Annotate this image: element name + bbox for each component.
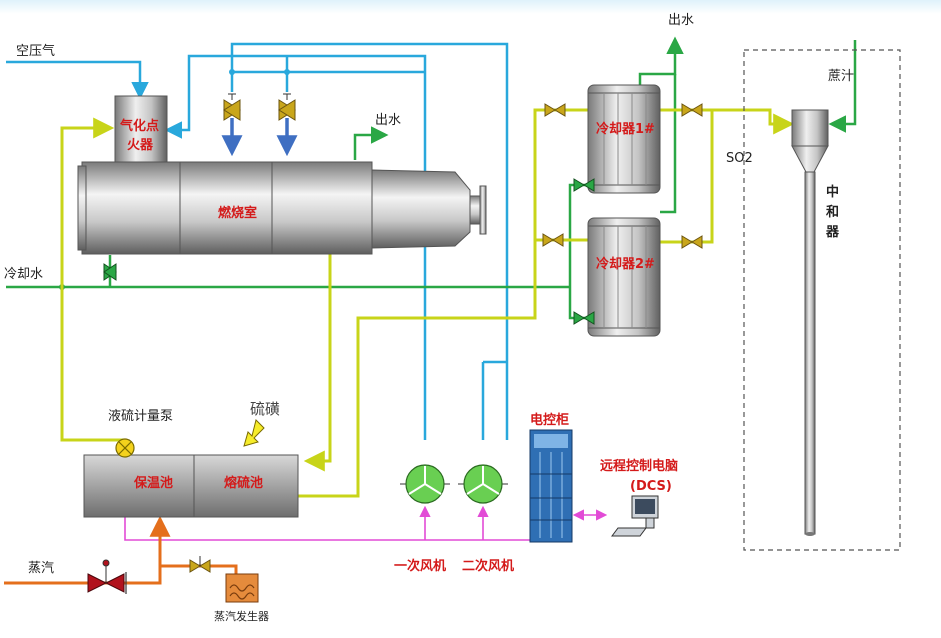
sulfur-pump-icon bbox=[115, 438, 135, 458]
secondary-fan-icon bbox=[458, 464, 508, 504]
gasify-igniter-label: 气化点 bbox=[120, 118, 159, 134]
neutralizer-label-2: 和 bbox=[826, 204, 839, 220]
control-cabinet bbox=[529, 429, 573, 543]
top-band bbox=[0, 0, 941, 14]
steam-label: 蒸汽 bbox=[28, 561, 54, 576]
valve-icon bbox=[542, 233, 564, 247]
so2-label: SO2 bbox=[726, 151, 753, 166]
valve-icon bbox=[544, 103, 566, 117]
control-cabinet-label: 电控柜 bbox=[530, 412, 569, 428]
gasify-igniter bbox=[114, 95, 168, 163]
gasify-igniter-label-2: 火器 bbox=[127, 138, 154, 153]
valve-icon bbox=[223, 93, 241, 121]
cooling-water-label: 冷却水 bbox=[4, 267, 43, 282]
sulfur-feed-arrow bbox=[243, 419, 265, 447]
neutralizer-label-3: 器 bbox=[825, 225, 840, 240]
valve-icon bbox=[189, 556, 211, 573]
primary-fan-icon bbox=[400, 464, 450, 504]
sulfur-lines bbox=[60, 108, 795, 498]
melting-pool bbox=[193, 454, 299, 518]
primary-fan-label: 一次风机 bbox=[394, 558, 446, 574]
valve-icon bbox=[573, 178, 595, 192]
compressed-air-label: 空压气 bbox=[16, 43, 55, 59]
cooler-1 bbox=[587, 84, 661, 194]
steam-generator-label: 蒸汽发生器 bbox=[214, 609, 269, 623]
cane-juice-label: 蔗汁 bbox=[828, 69, 854, 84]
cooler-1-label: 冷却器1# bbox=[596, 121, 655, 137]
air-inlet-arrows bbox=[221, 118, 298, 157]
computer-icon bbox=[611, 495, 659, 537]
neutralizer-label-1: 中 bbox=[826, 184, 839, 200]
air-junction bbox=[229, 69, 235, 75]
water-out-label-1: 出水 bbox=[375, 113, 401, 128]
steam-valve-icon bbox=[87, 559, 127, 594]
insulation-pool bbox=[83, 454, 195, 518]
water-out-label-2: 出水 bbox=[668, 13, 694, 28]
sulfur-pump-label: 液硫计量泵 bbox=[108, 409, 173, 424]
valve-icon bbox=[681, 103, 703, 117]
cooler-2 bbox=[587, 217, 661, 337]
secondary-fan-label: 二次风机 bbox=[462, 558, 514, 574]
combustion-chamber bbox=[77, 161, 487, 255]
valve-icon bbox=[103, 263, 117, 281]
insulation-pool-label: 保温池 bbox=[133, 475, 173, 491]
neutralizer bbox=[791, 109, 829, 536]
steam-lines bbox=[4, 515, 238, 585]
melting-pool-label: 熔硫池 bbox=[224, 475, 263, 491]
dcs-label: (DCS) bbox=[630, 479, 672, 494]
air-junction bbox=[284, 69, 290, 75]
combustion-chamber-label: 燃烧室 bbox=[218, 205, 257, 221]
cooler-2-label: 冷却器2# bbox=[596, 256, 655, 272]
valve-icon bbox=[573, 311, 595, 325]
valve-icon bbox=[278, 93, 296, 121]
steam-generator bbox=[225, 573, 259, 603]
neutralizer-boundary bbox=[743, 49, 901, 551]
sulfur-label: 硫磺 bbox=[250, 400, 280, 418]
remote-pc-label: 远程控制电脑 bbox=[600, 458, 678, 474]
valve-icon bbox=[681, 235, 703, 249]
